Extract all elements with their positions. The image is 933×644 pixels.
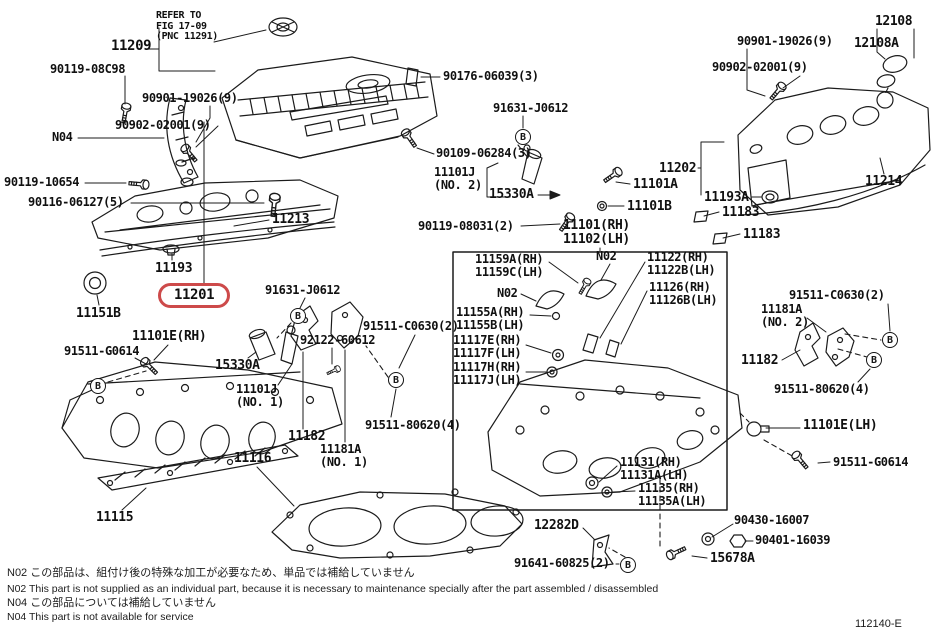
part-label-11101E-lh: 11101E(LH) — [803, 418, 878, 433]
part-label-11181A-2: 11181A (NO. 2) — [761, 302, 809, 329]
part-label-12108: 12108 — [875, 14, 913, 29]
part-label-90176-06039: 90176-06039(3) — [443, 69, 539, 83]
part-label-11101A: 11101A — [633, 177, 678, 192]
part-label-11182-r: 11182 — [741, 353, 779, 368]
part-label-11202: 11202 — [659, 161, 697, 176]
circled-b-marker: B — [620, 557, 636, 573]
gasket-11116-art — [271, 488, 524, 559]
part-label-11201[interactable]: 11201 — [158, 283, 231, 308]
part-label-90119-10654: 90119-10654 — [4, 175, 80, 189]
circled-b-marker: B — [90, 378, 106, 394]
circled-b-marker: B — [290, 308, 306, 324]
group-box — [452, 251, 728, 511]
part-label-90901-19026-r: 90901-19026(9) — [737, 34, 833, 48]
bracket-n04-art — [166, 97, 199, 184]
part-label-91641-60825: 91641-60825(2) — [514, 556, 610, 570]
bottom-parts-art — [591, 421, 770, 568]
part-label-15330A-t: 15330A — [489, 187, 534, 202]
circled-b-marker: B — [388, 372, 404, 388]
cylinder-head-lh-art — [487, 359, 743, 498]
part-label-91511-C0630-r: 91511-C0630(2) — [789, 288, 885, 302]
note-n04-en: N04 This part is not available for servi… — [7, 611, 194, 623]
part-label-91511-80620-l: 91511-80620(4) — [365, 418, 461, 432]
part-label-N02-1: N02 — [596, 249, 617, 263]
part-label-91631-J0612-t: 91631-J0612 — [493, 101, 569, 115]
note-n04-jp: N04 この部品については補給していません — [7, 597, 217, 609]
note-n02-jp: N02 この部品は、組付け後の特殊な加工が必要なため、単品では補給していません — [7, 567, 415, 579]
part-label-12282D: 12282D — [534, 518, 579, 533]
seals-art — [83, 67, 728, 295]
part-label-11213: 11213 — [272, 212, 310, 227]
box-small-parts-art — [535, 279, 620, 378]
leader-lines — [77, 27, 915, 565]
part-label-11181A-1: 11181A (NO. 1) — [320, 442, 368, 469]
circled-b-marker: B — [882, 332, 898, 348]
part-label-11117HJ: 11117H(RH) 11117J(LH) — [453, 360, 522, 387]
part-label-91511-G0614-l: 91511-G0614 — [64, 344, 140, 358]
note-n02-en: N02 This part is not supplied as an indi… — [7, 583, 659, 595]
brackets-right-art — [794, 322, 855, 367]
part-label-92122-60612: 92122-60612 — [300, 333, 376, 347]
part-label-11101E-rh: 11101E(RH) — [132, 329, 207, 344]
part-label-11135: 11135(RH) 11135A(LH) — [638, 481, 707, 508]
gasket-11115-art — [97, 444, 299, 491]
part-label-15678A: 15678A — [710, 551, 755, 566]
part-label-11131: 11131(RH) 11131A(LH) — [620, 455, 689, 482]
part-label-11155: 11155A(RH) 11155B(LH) — [456, 305, 525, 332]
part-label-11116: 11116 — [234, 451, 272, 466]
part-label-11151B: 11151B — [76, 306, 121, 321]
part-label-90109-06284: 90109-06284(3) — [436, 146, 532, 160]
part-label-11183-2: 11183 — [743, 227, 781, 242]
valve-cover-rh-art — [91, 179, 339, 257]
part-label-11126: 11126(RH) 11126B(LH) — [649, 280, 718, 307]
part-label-11209: 11209 — [111, 38, 152, 54]
part-label-91631-J0612-l: 91631-J0612 — [265, 283, 341, 297]
part-label-12108A: 12108A — [854, 36, 899, 51]
part-label-11117EF: 11117E(RH) 11117F(LH) — [453, 333, 522, 360]
part-label-11115: 11115 — [96, 510, 134, 525]
part-label-11183-1: 11183 — [722, 205, 760, 220]
part-label-90901-19026-l: 90901-19026(9) — [142, 91, 238, 105]
brackets-left-art — [248, 144, 543, 365]
part-label-11182-l: 11182 — [288, 429, 326, 444]
circled-b-marker: B — [866, 352, 882, 368]
part-label-11101-11102: 11101(RH) 11102(LH) — [563, 218, 630, 247]
part-label-11193A: 11193A — [704, 190, 749, 205]
part-label-11101B: 11101B — [627, 199, 672, 214]
part-label-N02-2: N02 — [497, 286, 518, 300]
cylinder-head-rh-art — [61, 361, 343, 469]
part-label-11101J-1: 11101J (NO. 1) — [236, 382, 284, 409]
part-label-N04: N04 — [52, 130, 73, 144]
valve-cover-lh-art — [737, 55, 931, 216]
part-label-11159: 11159A(RH) 11159C(LH) — [475, 252, 544, 279]
engine-cover-art — [221, 17, 438, 159]
part-label-15330A-l: 15330A — [215, 358, 260, 373]
part-label-90119-08C98: 90119-08C98 — [50, 62, 126, 76]
part-label-11101J-2: 11101J (NO. 2) — [434, 165, 482, 192]
part-label-90430-16007: 90430-16007 — [734, 513, 810, 527]
fig-code: 112140-E — [855, 618, 902, 630]
part-label-11214: 11214 — [865, 174, 903, 189]
part-label-90401-16039: 90401-16039 — [755, 533, 831, 547]
part-label-11193: 11193 — [155, 261, 193, 276]
circled-b-marker: B — [515, 129, 531, 145]
refer-note: REFER TO FIG 17-09 (PNC 11291) — [156, 10, 218, 43]
part-label-90902-02001-r: 90902-02001(9) — [712, 60, 808, 74]
part-label-11122: 11122(RH) 11122B(LH) — [647, 250, 716, 277]
part-label-90119-08031: 90119-08031(2) — [418, 219, 514, 233]
part-label-90116-06127: 90116-06127(5) — [28, 195, 124, 209]
part-label-90902-02001-l: 90902-02001(9) — [115, 118, 211, 132]
part-label-91511-C0630-l: 91511-C0630(2) — [363, 319, 459, 333]
part-label-91511-80620-r: 91511-80620(4) — [774, 382, 870, 396]
dashed-lines — [107, 87, 889, 558]
part-label-91511-G0614-r: 91511-G0614 — [833, 455, 909, 469]
